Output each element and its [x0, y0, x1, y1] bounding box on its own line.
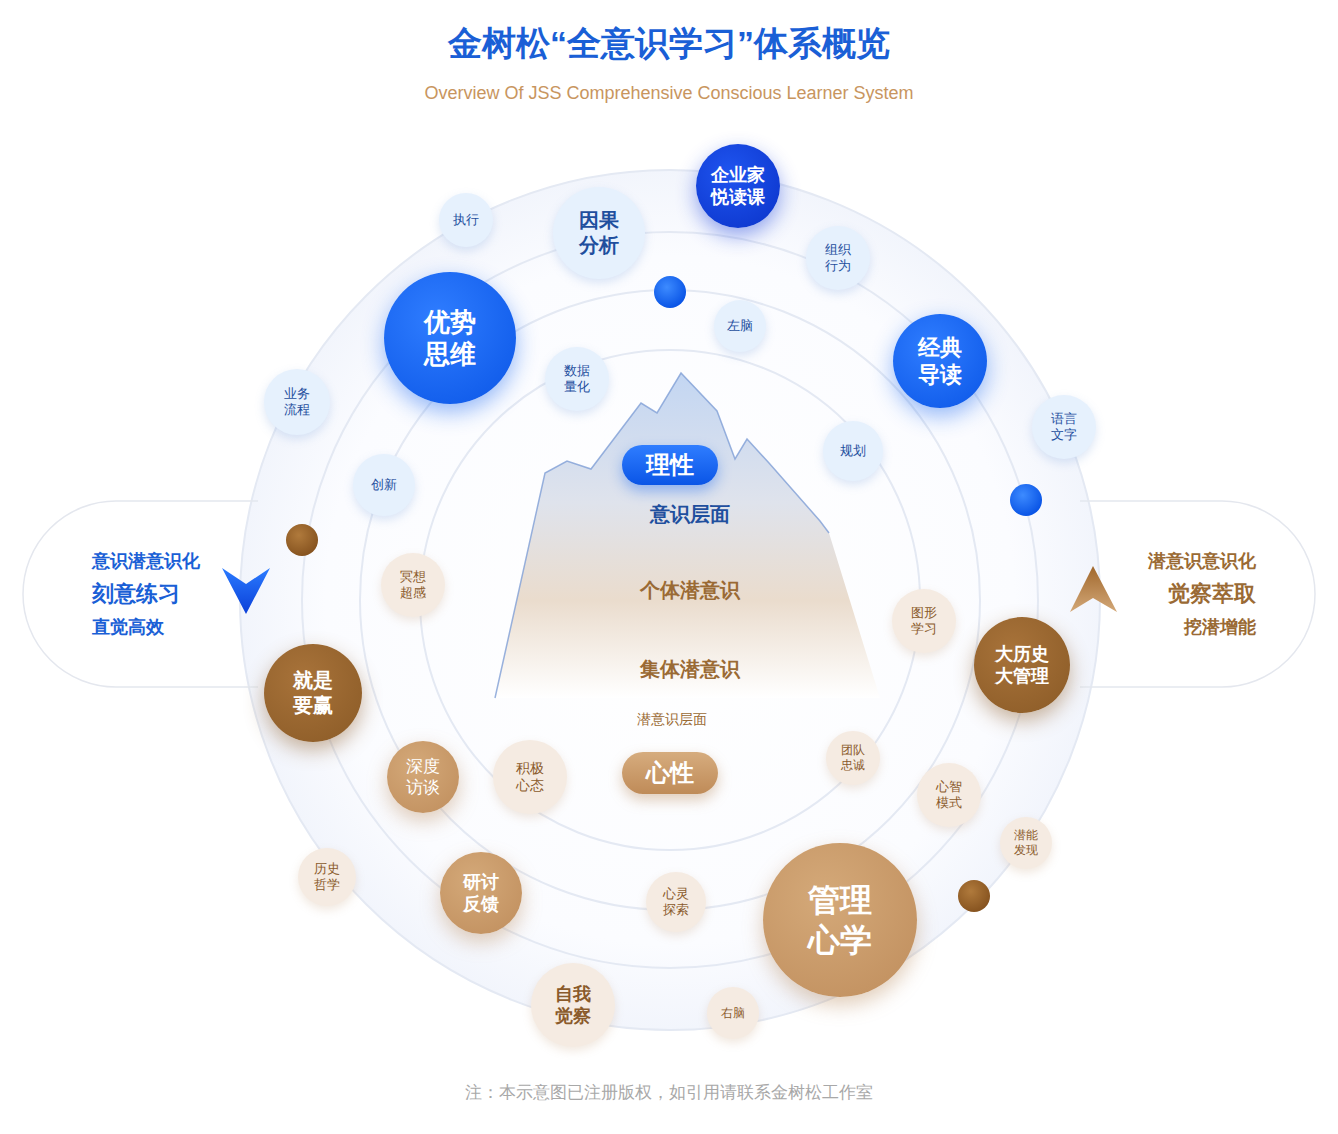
topic-bubble: 大历史 大管理: [974, 617, 1070, 713]
orbit-dot: [1010, 484, 1042, 516]
level-pill: 理性: [622, 445, 718, 485]
panel-border: [1080, 501, 1315, 687]
topic-bubble: 自我 觉察: [531, 963, 615, 1047]
outer-ring: [240, 170, 1100, 1030]
panel-text: 潜意识意识化: [1148, 550, 1256, 573]
topic-label: 组织 行为: [823, 242, 853, 275]
topic-bubble: 执行: [439, 193, 493, 247]
caption: 注：本示意图已注册版权，如引用请联系金树松工作室: [0, 1082, 1338, 1103]
mountain-fill: [495, 373, 880, 698]
topic-bubble: 优势 思维: [384, 272, 516, 404]
level-label: 潜意识层面: [572, 711, 772, 729]
up-arrow: [1070, 566, 1117, 612]
topic-label: 就是 要赢: [290, 668, 336, 718]
topic-label: 积极 心态: [514, 760, 546, 795]
orbit-dot: [958, 880, 990, 912]
topic-label: 经典 导读: [915, 334, 966, 389]
topic-bubble: 团队 忠诚: [826, 731, 880, 785]
subtitle: Overview Of JSS Comprehensive Conscious …: [0, 82, 1338, 105]
topic-label: 自我 觉察: [552, 983, 593, 1028]
title: 金树松“全意识学习”体系概览: [0, 22, 1338, 65]
topic-label: 深度 访谈: [403, 756, 442, 799]
topic-bubble: 创新: [353, 454, 415, 516]
topic-label: 左脑: [725, 318, 755, 334]
topic-bubble: 管理 心学: [763, 843, 917, 997]
topic-bubble: 企业家 悦读课: [696, 144, 780, 228]
topic-label: 图形 学习: [909, 605, 939, 638]
topic-bubble: 心灵 探索: [646, 872, 706, 932]
panel-text: 刻意练习: [92, 580, 180, 608]
topic-bubble: 语言 文字: [1032, 395, 1096, 459]
topic-bubble: 心智 模式: [917, 763, 981, 827]
topic-label: 因果 分析: [576, 208, 622, 258]
topic-bubble: 右脑: [707, 987, 759, 1039]
topic-label: 潜能 发现: [1012, 828, 1040, 858]
topic-label: 规划: [838, 443, 868, 459]
topic-label: 研讨 反馈: [460, 871, 501, 916]
topic-bubble: 数据 量化: [545, 347, 609, 411]
side-panel: 意识潜意识化刻意练习直觉高效: [22, 500, 258, 688]
topic-label: 大历史 大管理: [992, 643, 1051, 688]
topic-bubble: 就是 要赢: [264, 644, 362, 742]
topic-label: 心智 模式: [934, 779, 964, 812]
mountain: 意识层面个体潜意识集体潜意识 理性: [495, 373, 885, 703]
level-text: 集体潜意识: [495, 657, 885, 682]
topic-bubble: 左脑: [714, 300, 766, 352]
panel-text: 直觉高效: [92, 616, 164, 639]
topic-label: 语言 文字: [1049, 411, 1079, 444]
topic-label: 团队 忠诚: [839, 743, 867, 773]
topic-label: 管理 心学: [803, 880, 877, 960]
topic-bubble: 历史 哲学: [298, 848, 356, 906]
mountain-ridge: [495, 373, 829, 698]
pill-label: 理性: [646, 450, 694, 480]
level-pill: 心性: [622, 752, 718, 794]
ring: [302, 232, 1038, 968]
level-text: 个体潜意识: [495, 578, 885, 603]
topic-label: 冥想 超感: [398, 569, 428, 602]
topic-label: 企业家 悦读课: [708, 164, 767, 209]
topic-label: 历史 哲学: [312, 861, 342, 894]
topic-bubble: 深度 访谈: [387, 741, 459, 813]
mountain-shape: [495, 373, 885, 703]
panel-text: 意识潜意识化: [92, 550, 200, 573]
topic-bubble: 潜能 发现: [1000, 817, 1052, 869]
level-text: 意识层面: [495, 502, 885, 527]
panel-text: 挖潜增能: [1184, 616, 1256, 639]
topic-bubble: 业务 流程: [264, 369, 330, 435]
down-arrow: [222, 568, 270, 614]
orbit-dot: [286, 524, 318, 556]
topic-bubble: 冥想 超感: [381, 553, 445, 617]
topic-bubble: 经典 导读: [893, 314, 987, 408]
topic-bubble: 研讨 反馈: [440, 852, 522, 934]
topic-label: 创新: [369, 477, 399, 493]
side-panel: 潜意识意识化觉察萃取挖潜增能: [1080, 500, 1316, 688]
topic-bubble: 积极 心态: [493, 740, 567, 814]
panel-border: [23, 501, 258, 687]
pill-label: 心性: [646, 758, 694, 788]
topic-label: 数据 量化: [562, 363, 592, 396]
topic-label: 右脑: [719, 1006, 747, 1021]
topic-label: 执行: [451, 212, 481, 228]
orbit-dot: [654, 276, 686, 308]
panel-text: 觉察萃取: [1168, 580, 1256, 608]
topic-bubble: 组织 行为: [806, 226, 870, 290]
ring: [420, 350, 920, 850]
topic-bubble: 因果 分析: [553, 187, 645, 279]
topic-bubble: 规划: [823, 421, 883, 481]
topic-label: 业务 流程: [282, 386, 312, 419]
topic-label: 优势 思维: [420, 306, 480, 371]
topic-bubble: 图形 学习: [892, 589, 956, 653]
topic-label: 心灵 探索: [661, 886, 691, 919]
